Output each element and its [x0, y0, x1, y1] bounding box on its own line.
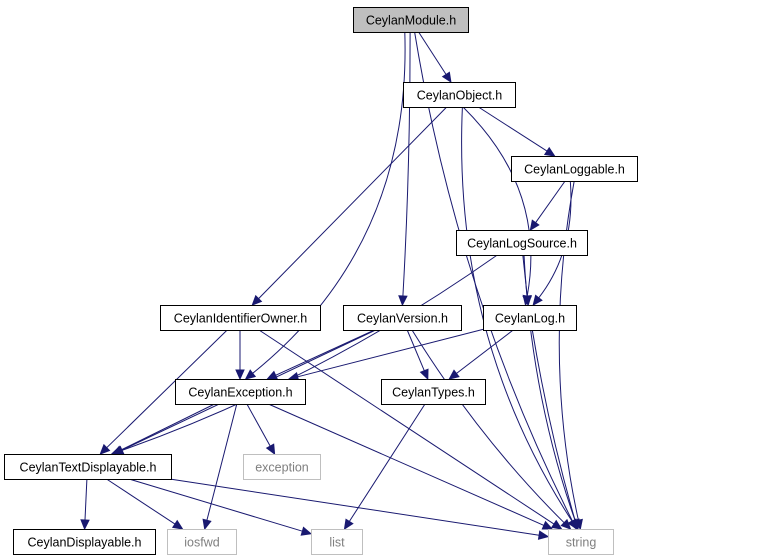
- edge-textdisp-to-list: [128, 478, 303, 532]
- node-object[interactable]: CeylanObject.h: [403, 82, 516, 108]
- edge-log-to-types: [456, 329, 514, 374]
- node-label-iosfwd: iosfwd: [184, 536, 219, 550]
- node-box-logsource: [456, 230, 588, 256]
- edge-exception-to-textdisp: [120, 403, 215, 451]
- edge-module-to-object: [418, 31, 447, 75]
- edge-object-to-log: [462, 106, 532, 297]
- edge-version-to-types: [406, 329, 425, 371]
- node-label-module: CeylanModule.h: [366, 14, 456, 28]
- node-log[interactable]: CeylanLog.h: [483, 305, 577, 331]
- arrowhead-module-to-object: [441, 71, 452, 84]
- arrowhead-version-to-exception: [266, 370, 278, 380]
- edges-layer: [80, 31, 583, 540]
- node-box-stdexception: [243, 454, 321, 480]
- node-box-exception: [175, 379, 306, 405]
- node-stdexception: exception: [243, 454, 321, 480]
- arrowhead-textdisp-to-displayable: [80, 519, 90, 531]
- arrowhead-loggable-to-logsource: [529, 219, 540, 232]
- node-label-identifier: CeylanIdentifierOwner.h: [174, 312, 307, 326]
- node-textdisp[interactable]: CeylanTextDisplayable.h: [4, 454, 172, 480]
- arrowhead-identifier-to-exception: [235, 369, 245, 381]
- node-loggable[interactable]: CeylanLoggable.h: [511, 156, 638, 182]
- arrowhead-types-to-list: [343, 518, 354, 531]
- node-label-log: CeylanLog.h: [495, 312, 565, 326]
- edge-version-to-exception: [275, 329, 375, 376]
- node-module[interactable]: CeylanModule.h: [353, 7, 469, 33]
- arrowhead-module-to-version: [398, 295, 408, 307]
- node-label-loggable: CeylanLoggable.h: [524, 163, 625, 177]
- arrowhead-object-to-identifier: [251, 294, 263, 306]
- arrowhead-version-to-string: [560, 518, 572, 530]
- nodes-layer: CeylanModule.hCeylanObject.hCeylanLoggab…: [4, 7, 638, 555]
- edge-textdisp-to-iosfwd: [106, 478, 176, 525]
- edge-textdisp-to-string: [169, 478, 540, 536]
- arrowhead-exception-to-string: [541, 520, 554, 530]
- edge-object-to-loggable: [478, 106, 548, 152]
- node-version[interactable]: CeylanVersion.h: [343, 305, 462, 331]
- node-logsource[interactable]: CeylanLogSource.h: [456, 230, 588, 256]
- node-box-displayable: [13, 529, 156, 555]
- edge-loggable-to-string: [558, 180, 579, 521]
- node-box-iosfwd: [167, 529, 237, 555]
- node-box-module: [353, 7, 469, 33]
- arrowhead-exception-to-stdexception: [265, 443, 276, 456]
- node-box-identifier: [160, 305, 321, 331]
- arrowhead-loggable-to-log: [532, 294, 543, 306]
- node-label-exception: CeylanException.h: [188, 386, 292, 400]
- edge-logsource-to-textdisp: [120, 254, 498, 452]
- node-box-object: [403, 82, 516, 108]
- node-list: list: [311, 529, 363, 555]
- edge-exception-to-iosfwd: [206, 403, 238, 521]
- arrowhead-module-to-exception: [244, 369, 257, 380]
- node-label-list: list: [329, 536, 345, 550]
- arrowhead-log-to-types: [448, 369, 460, 380]
- arrowhead-textdisp-to-string: [537, 530, 550, 540]
- edge-object-to-identifier: [258, 106, 448, 299]
- node-label-logsource: CeylanLogSource.h: [467, 237, 577, 251]
- node-identifier[interactable]: CeylanIdentifierOwner.h: [160, 305, 321, 331]
- edge-log-to-string: [531, 329, 576, 521]
- arrowhead-object-to-loggable: [543, 146, 556, 157]
- node-label-object: CeylanObject.h: [417, 89, 503, 103]
- node-box-version: [343, 305, 462, 331]
- arrowhead-exception-to-textdisp: [111, 445, 124, 455]
- node-label-version: CeylanVersion.h: [357, 312, 448, 326]
- node-box-types: [381, 379, 486, 405]
- arrowhead-identifier-to-string: [550, 519, 563, 530]
- edge-loggable-to-logsource: [535, 180, 566, 223]
- node-box-string: [548, 529, 614, 555]
- node-label-stdexception: exception: [255, 461, 309, 475]
- node-box-loggable: [511, 156, 638, 182]
- edge-version-to-string: [411, 329, 565, 524]
- edge-exception-to-stdexception: [246, 403, 271, 447]
- arrowhead-identifier-to-textdisp: [99, 443, 111, 455]
- arrowhead-version-to-types: [419, 368, 429, 381]
- arrowhead-textdisp-to-iosfwd: [171, 519, 184, 530]
- node-iosfwd: iosfwd: [167, 529, 237, 555]
- edge-identifier-to-string: [258, 329, 555, 525]
- edge-module-to-version: [402, 31, 411, 297]
- node-exception[interactable]: CeylanException.h: [175, 379, 306, 405]
- edge-log-to-exception: [297, 328, 484, 378]
- edge-types-to-list: [348, 403, 426, 522]
- node-box-textdisp: [4, 454, 172, 480]
- arrowhead-textdisp-to-list: [300, 526, 313, 536]
- edge-identifier-to-textdisp: [106, 329, 228, 449]
- node-box-log: [483, 305, 577, 331]
- node-label-displayable: CeylanDisplayable.h: [28, 536, 142, 550]
- node-label-string: string: [566, 536, 597, 550]
- arrowhead-exception-to-iosfwd: [202, 518, 212, 531]
- node-label-textdisp: CeylanTextDisplayable.h: [20, 461, 157, 475]
- node-string: string: [548, 529, 614, 555]
- arrowhead-log-to-string: [570, 518, 580, 531]
- edge-textdisp-to-displayable: [84, 478, 88, 521]
- node-types[interactable]: CeylanTypes.h: [381, 379, 486, 405]
- edge-logsource-to-string: [523, 254, 576, 521]
- node-label-types: CeylanTypes.h: [392, 386, 475, 400]
- node-displayable[interactable]: CeylanDisplayable.h: [13, 529, 156, 555]
- node-box-list: [311, 529, 363, 555]
- edge-exception-to-string: [268, 403, 545, 526]
